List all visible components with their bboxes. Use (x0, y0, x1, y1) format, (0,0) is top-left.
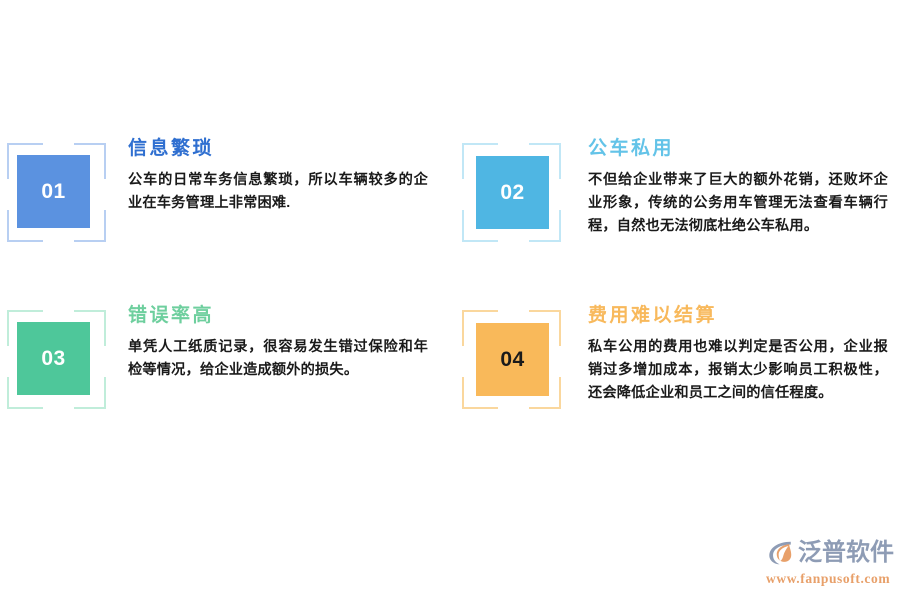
card-title-01: 信息繁琐 (128, 138, 215, 159)
text-column-04: 费用难以结算 私车公用的费用也难以判定是否公用，企业报销过多增加成本，报销太少影… (588, 305, 888, 405)
bracket-frame-03 (6, 309, 107, 410)
text-column-03: 错误率高 单凭人工纸质记录，很容易发生错过保险和年检等情况，给企业造成额外的损失… (128, 305, 428, 382)
brand-logo-row: 泛普软件 (766, 538, 896, 568)
bracket-gap-bottom (498, 237, 529, 243)
card-body-03: 单凭人工纸质记录，很容易发生错过保险和年检等情况，给企业造成额外的损失。 (128, 338, 428, 378)
badge-number-01: 01 (41, 180, 66, 203)
badge-number-03: 03 (41, 347, 66, 370)
brand-name: 泛普软件 (798, 539, 894, 566)
bracket-gap-bottom (43, 237, 74, 243)
badge-number-02: 02 (500, 181, 525, 204)
badge-04: 04 (461, 309, 562, 410)
bracket-frame-01 (6, 142, 107, 243)
feature-card-04: 04 费用难以结算 私车公用的费用也难以判定是否公用，企业报销过多增加成本，报销… (455, 305, 888, 485)
badge-square-03: 03 (17, 322, 90, 395)
bracket-gap-top (43, 142, 74, 148)
bracket-frame-02 (461, 142, 562, 243)
card-title-02: 公车私用 (588, 138, 675, 159)
bracket-gap-right (556, 346, 562, 377)
leaf-swirl-icon (766, 539, 795, 567)
feature-card-03: 03 错误率高 单凭人工纸质记录，很容易发生错过保险和年检等情况，给企业造成额外… (0, 305, 430, 485)
bracket-gap-left (6, 179, 12, 210)
brand-logo: 泛普软件 www.fanpusoft.com (766, 538, 896, 588)
bracket-frame-04 (461, 309, 562, 410)
badge-square-04: 04 (476, 323, 549, 396)
badge-square-02: 02 (476, 156, 549, 229)
bracket-gap-top (43, 309, 74, 315)
bracket-gap-right (101, 179, 107, 210)
bracket-gap-right (556, 179, 562, 210)
badge-square-01: 01 (17, 155, 90, 228)
bracket-gap-left (461, 346, 467, 377)
badge-number-04: 04 (500, 348, 525, 371)
badge-01: 01 (6, 142, 107, 243)
feature-card-01: 01 信息繁琐 公车的日常车务信息繁琐，所以车辆较多的企业在车务管理上非常困难. (0, 138, 430, 318)
card-body-02: 不但给企业带来了巨大的额外花销，还败坏企业形象，传统的公务用车管理无法查看车辆行… (588, 171, 888, 234)
card-title-04: 费用难以结算 (588, 305, 718, 326)
bracket-gap-right (101, 346, 107, 377)
card-body-04: 私车公用的费用也难以判定是否公用，企业报销过多增加成本，报销太少影响员工积极性，… (588, 338, 888, 401)
bracket-gap-bottom (498, 404, 529, 410)
bracket-gap-top (498, 142, 529, 148)
card-title-03: 错误率高 (128, 305, 215, 326)
badge-02: 02 (461, 142, 562, 243)
badge-03: 03 (6, 309, 107, 410)
bracket-gap-bottom (43, 404, 74, 410)
card-body-01: 公车的日常车务信息繁琐，所以车辆较多的企业在车务管理上非常困难. (128, 171, 428, 211)
text-column-02: 公车私用 不但给企业带来了巨大的额外花销，还败坏企业形象，传统的公务用车管理无法… (588, 138, 888, 238)
feature-card-02: 02 公车私用 不但给企业带来了巨大的额外花销，还败坏企业形象，传统的公务用车管… (455, 138, 888, 318)
brand-url: www.fanpusoft.com (766, 571, 891, 586)
bracket-gap-top (498, 309, 529, 315)
bracket-gap-left (6, 346, 12, 377)
bracket-gap-left (461, 179, 467, 210)
text-column-01: 信息繁琐 公车的日常车务信息繁琐，所以车辆较多的企业在车务管理上非常困难. (128, 138, 428, 215)
